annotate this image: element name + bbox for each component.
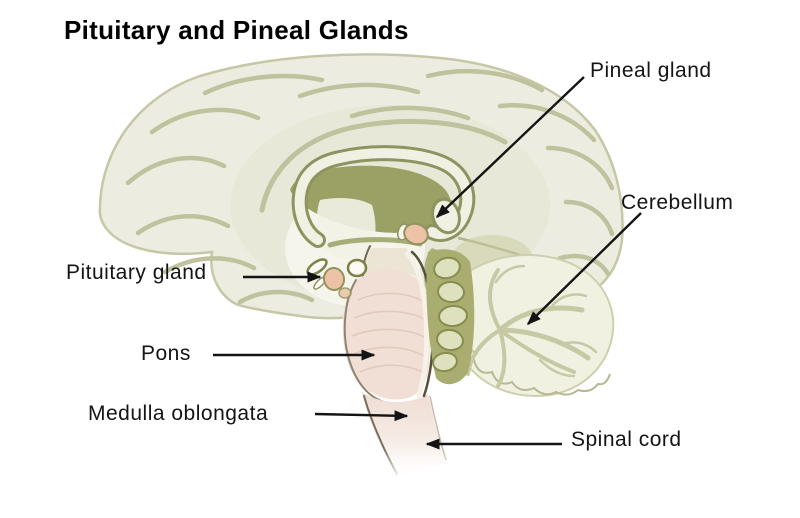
fourth-ventricle-light-line — [404, 250, 430, 399]
pituitary-gland-shape — [322, 267, 346, 291]
cerebellum-arrow — [526, 212, 642, 326]
diagram-title: Pituitary and Pineal Glands — [64, 15, 409, 45]
pituitary-gland-label: Pituitary gland — [66, 261, 207, 284]
mammillary-body-shape — [346, 258, 368, 278]
label-arrows — [213, 76, 642, 450]
cerebellum-label: Cerebellum — [621, 191, 734, 214]
cerebellum-shape — [449, 253, 615, 397]
septum-light-area — [316, 197, 376, 260]
pons-label: Pons — [141, 342, 191, 365]
pineal-arrow — [435, 76, 585, 219]
medulla-oblongata-label: Medulla oblongata — [88, 402, 269, 425]
pituitary-lobe-small — [338, 287, 352, 299]
corpus-callosum-shape — [294, 148, 473, 245]
pineal-gland-shape — [403, 222, 429, 246]
pons-outline — [343, 279, 385, 403]
arbor-vitae-lines — [454, 264, 598, 388]
pineal-gland-label: Pineal gland — [590, 59, 712, 82]
cerebellum-scalloped-edge — [457, 343, 611, 396]
pons-striations — [351, 292, 427, 373]
sulci-lines — [125, 68, 615, 305]
cord-fade-overlay — [350, 448, 470, 482]
spinal-cord-label: Spinal cord — [571, 428, 682, 451]
vermis-lobules — [432, 256, 468, 373]
medulla-arrow — [314, 410, 409, 422]
